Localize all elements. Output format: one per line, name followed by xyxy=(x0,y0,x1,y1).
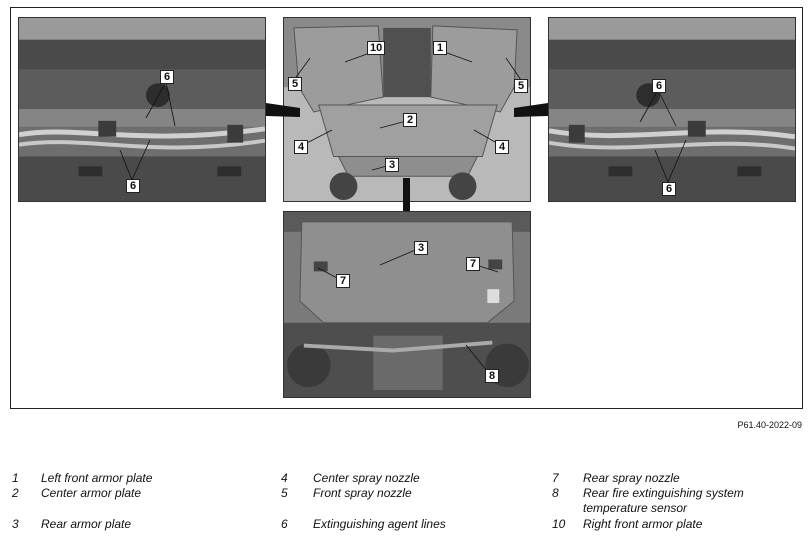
callout-6-right-top: 6 xyxy=(652,79,666,93)
legend-text-5: Front spray nozzle xyxy=(313,486,412,500)
callout-4-left: 4 xyxy=(294,140,308,154)
callout-1: 1 xyxy=(433,41,447,55)
callout-6-left-top: 6 xyxy=(160,70,174,84)
legend-text-6: Extinguishing agent lines xyxy=(313,517,446,531)
legend-num-1: 1 xyxy=(12,471,19,485)
callout-6-left-bottom: 6 xyxy=(126,179,140,193)
callout-2: 2 xyxy=(403,113,417,127)
callout-8: 8 xyxy=(485,369,499,383)
legend-num-3: 3 xyxy=(12,517,19,531)
callout-3-top: 3 xyxy=(385,158,399,172)
callout-5-left: 5 xyxy=(288,77,302,91)
figure-id: P61.40-2022-09 xyxy=(737,420,802,430)
legend-num-8: 8 xyxy=(552,486,559,500)
legend-num-5: 5 xyxy=(281,486,288,500)
legend-num-2: 2 xyxy=(12,486,19,500)
legend-text-4: Center spray nozzle xyxy=(313,471,420,485)
legend-text-10: Right front armor plate xyxy=(583,517,703,531)
legend-text-1: Left front armor plate xyxy=(41,471,153,485)
callout-3-bottom: 3 xyxy=(414,241,428,255)
legend-num-10: 10 xyxy=(552,517,566,531)
photo-overview xyxy=(283,17,531,202)
legend-text-8: Rear fire extinguishing system temperatu… xyxy=(583,486,744,515)
legend-num-4: 4 xyxy=(281,471,288,485)
callout-6-right-bottom: 6 xyxy=(662,182,676,196)
callout-7-left: 7 xyxy=(336,274,350,288)
photo-left-detail xyxy=(18,17,266,202)
legend-num-6: 6 xyxy=(281,517,288,531)
callout-5-right: 5 xyxy=(514,79,528,93)
legend-text-3: Rear armor plate xyxy=(41,517,132,531)
photo-right-detail xyxy=(548,17,796,202)
legend-text-2: Center armor plate xyxy=(41,486,142,500)
legend-text-7: Rear spray nozzle xyxy=(583,471,680,485)
legend-num-7: 7 xyxy=(552,471,559,485)
callout-4-right: 4 xyxy=(495,140,509,154)
callout-10: 10 xyxy=(367,41,386,55)
callout-7-right: 7 xyxy=(466,257,480,271)
photo-rear-plate xyxy=(283,211,531,398)
